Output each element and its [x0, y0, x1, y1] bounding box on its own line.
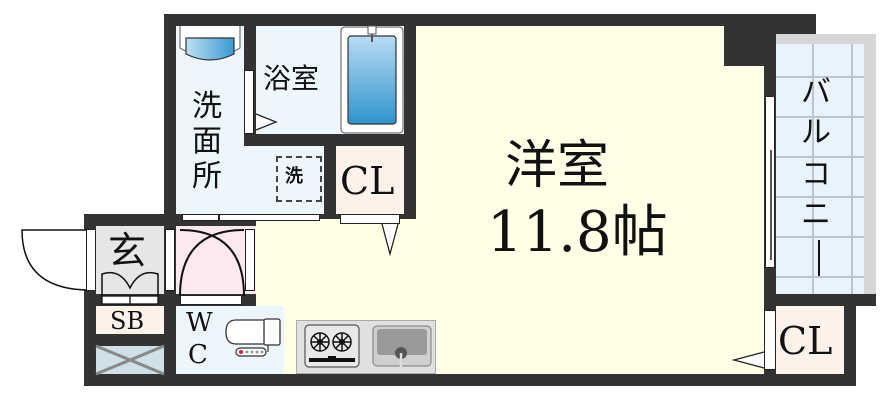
bath-door-swing-icon	[255, 113, 278, 131]
bathroom-door[interactable]	[244, 70, 254, 134]
western-room	[416, 26, 724, 374]
western-room-ext-top	[724, 66, 764, 374]
wall-bottom	[84, 374, 856, 386]
balcony-grid	[776, 44, 864, 294]
meter-box-icon	[95, 344, 165, 376]
closet-bottom-label: CL	[778, 319, 833, 363]
shoe-box-door-icon	[101, 271, 159, 305]
closet-bottom-door[interactable]	[764, 310, 776, 370]
washer-space	[276, 156, 322, 202]
hall-door-left[interactable]	[165, 229, 175, 291]
toilet-icon	[225, 318, 281, 357]
shoe-box	[96, 306, 164, 334]
wall-balcony-bottom	[764, 294, 876, 306]
western-room-name: 洋室	[505, 136, 610, 196]
bathroom-name: 浴室	[263, 62, 320, 95]
hall-door-swing-icon	[179, 229, 245, 297]
washroom-char-1: 洗	[192, 89, 222, 124]
entrance-door-swing-icon	[21, 229, 87, 291]
wall-bath-bottom	[244, 134, 324, 146]
closet-top-label: CL	[340, 159, 395, 203]
balcony-char-3: コ	[801, 157, 831, 192]
washroom-char-2: 面	[192, 124, 222, 159]
closet-top-door[interactable]	[340, 214, 400, 224]
sliding-door-divider	[218, 214, 220, 221]
western-room-size: 11.8帖	[487, 200, 668, 265]
toilet-label-w: W	[186, 308, 213, 338]
balcony-char-4: ニ	[801, 197, 831, 232]
closet-bottom-door-swing-icon	[731, 351, 765, 369]
toilet-door[interactable]	[180, 295, 242, 305]
washer-space-label: 洗	[285, 166, 303, 187]
wall-top-main	[164, 14, 816, 26]
balcony-char-2: ル	[801, 115, 831, 150]
window-rail	[770, 150, 772, 260]
closet-bottom	[776, 306, 844, 374]
entrance-label: 玄	[108, 229, 147, 273]
washbasin-icon	[179, 26, 241, 61]
entrance-door[interactable]	[86, 229, 96, 291]
sink-icon	[372, 325, 432, 369]
washroom-char-3: 所	[192, 159, 222, 194]
shoe-box-label: SB	[110, 307, 145, 335]
entrance	[96, 226, 164, 294]
hall-door-right[interactable]	[245, 229, 255, 291]
balcony-char-1: バ	[801, 75, 831, 110]
balcony-char-5-bar	[818, 240, 820, 276]
closet-top-door-swing-icon	[381, 223, 399, 257]
toilet-label-c: C	[188, 340, 208, 370]
stove-icon	[304, 324, 360, 368]
closet-top	[336, 146, 404, 214]
bathtub-icon	[340, 25, 404, 134]
washroom-sliding-door[interactable]	[182, 214, 320, 221]
